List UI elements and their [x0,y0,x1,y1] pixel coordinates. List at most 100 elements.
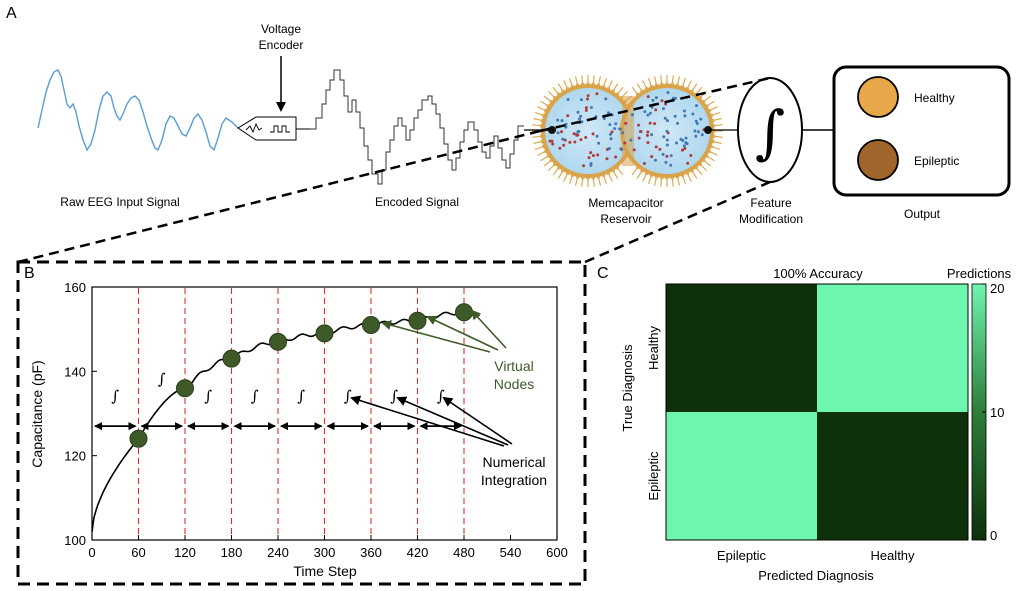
confusion-matrix-title: 100% Accuracy [773,266,863,281]
integral-icon: ∫ [111,387,119,405]
electrode-left [548,126,556,134]
virtual-node [362,315,380,334]
confusion-matrix-cell [666,412,817,540]
ion-dot [589,151,593,155]
ion-dot [629,138,633,142]
ion-dot [648,121,652,125]
integral-icon: ∫ [251,387,259,405]
ion-dot [632,148,636,152]
ion-dot [682,144,686,148]
virtual-node-arrow-1 [470,309,507,349]
y-category-label: Epileptic [646,451,661,501]
ion-dot [669,163,673,167]
y-tick-label: 140 [64,364,86,379]
virtual-node [129,429,148,448]
lipid-tails-right [631,75,723,187]
ion-dot [648,111,652,115]
x-tick-label: 60 [131,545,145,560]
ion-dot [572,132,576,136]
ion-dot [591,153,595,157]
ion-dot [621,131,625,135]
y-tick-label: 160 [64,280,86,295]
feature-label-2: Modification [739,212,803,226]
ion-dot [562,143,566,147]
ion-dot [643,110,647,114]
virtual-node [315,324,334,343]
panel-c-xlabel: Predicted Diagnosis [758,568,874,583]
ion-dot [558,146,562,150]
virtual-node [269,332,287,351]
ion-dot [650,133,654,137]
ion-dot [561,137,565,141]
ion-dot [637,123,641,127]
voltage-encoder-title-2: Encoder [259,38,304,52]
ion-dot [595,92,599,96]
x-tick-label: 540 [500,545,522,560]
x-tick-label: 240 [267,545,289,560]
integration-arrow-2 [396,396,509,446]
ion-dot [579,98,583,102]
voltage-encoder-box [237,116,297,141]
numerical-integration-annotation: Numerical Integration [350,395,547,488]
ion-dot [653,122,657,126]
panel-b-ylabel: Capacitance (pF) [29,360,45,467]
ion-dot [609,137,613,141]
epileptic-output-label: Epileptic [914,154,959,168]
ion-dot [654,96,658,100]
integral-icon: ∫ [755,98,785,166]
ion-dot [566,97,570,101]
ion-dot [584,108,588,112]
ion-dot [695,122,699,126]
ion-dot [661,107,665,111]
ion-dot [563,138,567,142]
ion-dot [650,155,654,159]
ion-dot [686,161,690,165]
integration-arrow-3 [350,395,505,447]
virtual-nodes [129,303,473,448]
ion-dot [579,114,583,118]
ion-dot [661,152,665,156]
ion-dot [587,156,591,160]
panel-b-label: B [24,265,35,282]
ion-dot [638,130,642,134]
epileptic-output-node [857,139,899,181]
ion-dot [560,119,564,123]
ion-dot [683,147,687,151]
integral-icon: ∫ [158,370,166,388]
integral-icon: ∫ [297,387,305,405]
x-tick-label: 0 [88,545,95,560]
x-tick-label: 600 [546,545,568,560]
virtual-node [408,311,427,330]
integral-symbols: ∫∫∫∫∫∫∫∫ [111,370,445,405]
ion-dot [646,130,650,134]
ion-dot [556,118,560,122]
virtual-node-arrow-2 [426,315,499,351]
ion-dot [665,129,669,133]
ion-dot [691,112,695,116]
memcapacitor-reservoir [532,75,723,187]
ion-dot [608,123,612,127]
ion-dot [665,143,669,147]
ion-dot [689,153,693,157]
ion-dot [551,142,555,146]
panel-c-label: C [597,265,609,282]
panel-a: A Raw EEG Input Signal Voltage Encoder E… [6,5,1011,264]
x-tick-label: 300 [314,545,336,560]
ion-dot [654,145,658,149]
feature-label-1: Feature [750,196,792,210]
ion-dot [624,121,628,125]
integration-arrow-1 [442,396,513,445]
colorbar-tick-label: 20 [990,281,1004,296]
ion-dot [591,132,595,136]
confusion-matrix-cell [666,284,817,412]
ion-dot [576,110,580,114]
output-title: Output [904,207,941,221]
capacitance-curve [91,309,480,532]
ion-dot [693,129,697,133]
ion-dot [608,132,612,136]
confusion-matrix-frame [665,283,969,541]
integral-icon: ∫ [204,387,212,405]
